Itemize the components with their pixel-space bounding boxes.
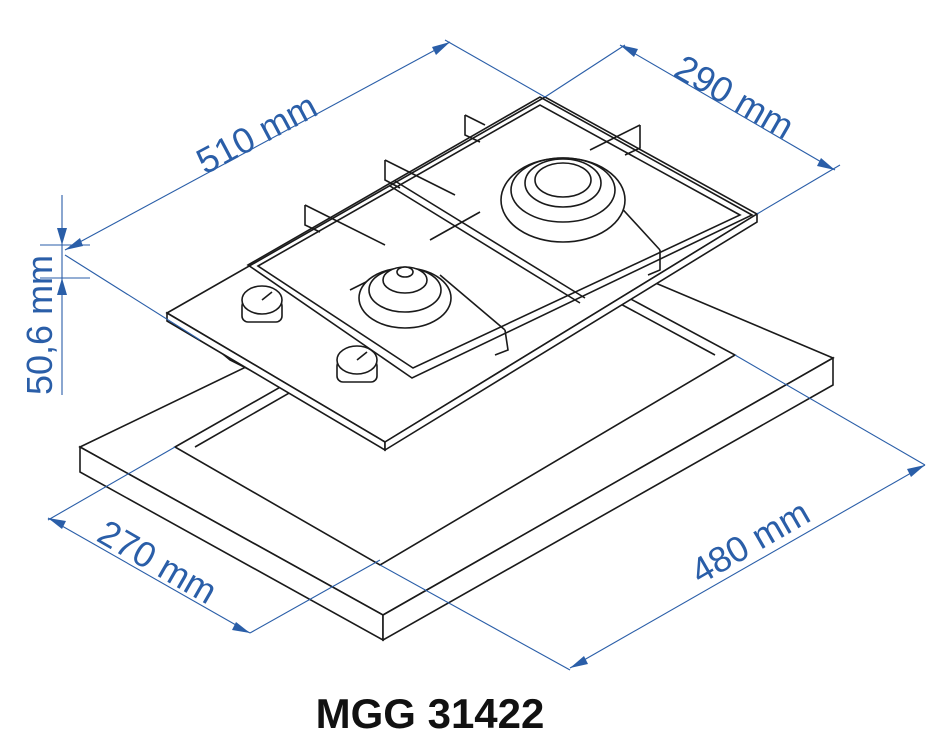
- knob-right[interactable]: [336, 345, 378, 383]
- model-title: MGG 31422: [316, 690, 545, 737]
- small-burner: [358, 266, 452, 329]
- dimension-lines: [40, 39, 926, 671]
- dimension-290: 290 mm: [668, 46, 801, 147]
- hob: [165, 96, 759, 452]
- dimension-510: 510 mm: [190, 85, 324, 182]
- knob-left[interactable]: [241, 285, 283, 323]
- dimension-480: 480 mm: [684, 491, 817, 592]
- worktop: [78, 229, 835, 642]
- large-burner: [500, 157, 626, 243]
- pan-support-grate: [246, 96, 754, 379]
- dimension-50-6: 50,6 mm: [19, 255, 60, 395]
